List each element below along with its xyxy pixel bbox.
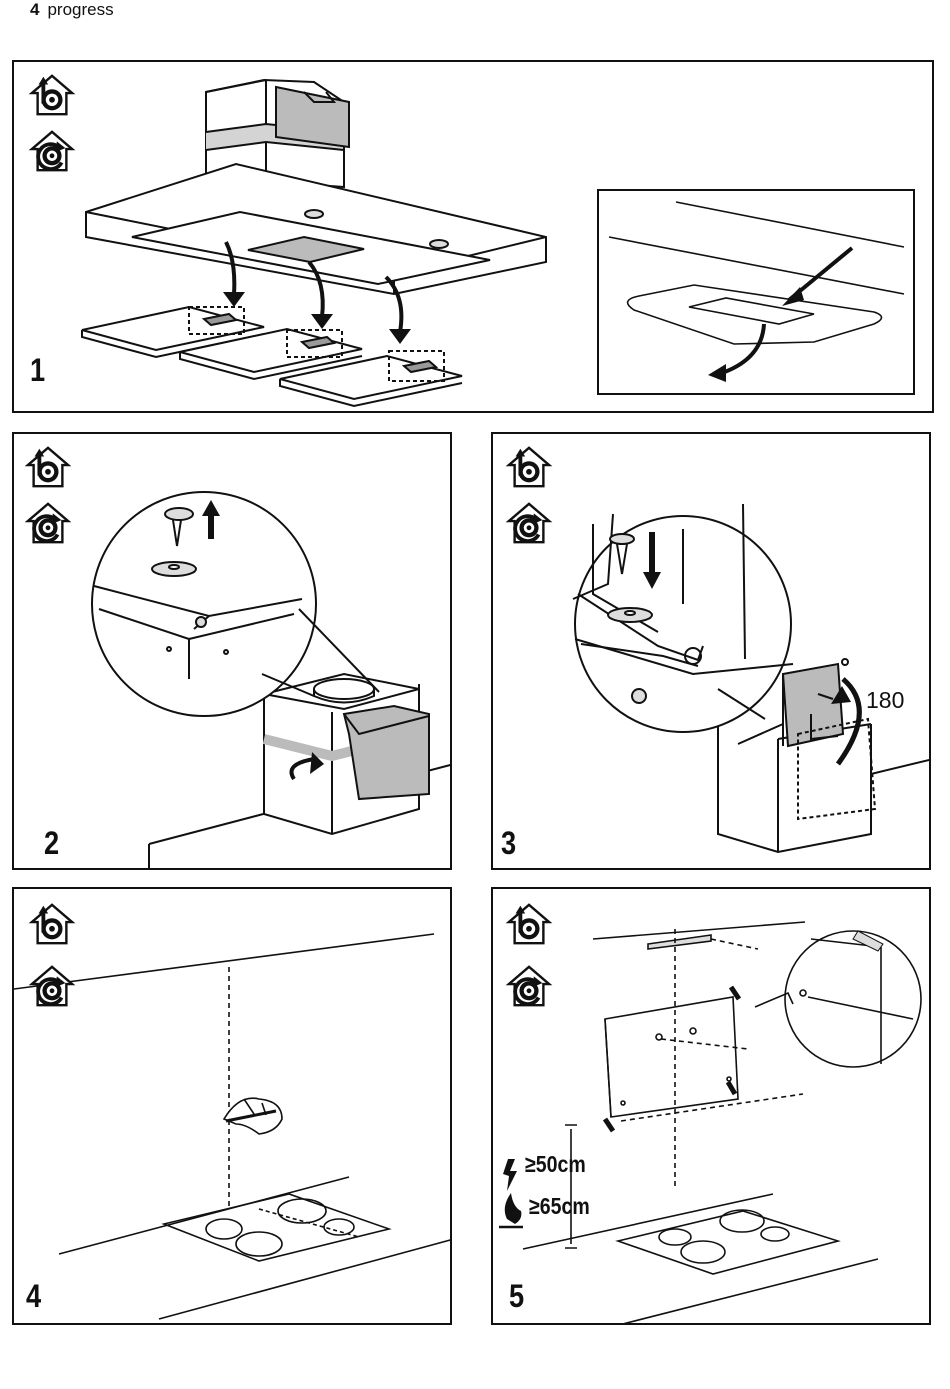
recirculation-mode-icon — [503, 500, 555, 546]
step-number: 4 — [26, 1278, 41, 1315]
rotation-label: 180 — [866, 687, 904, 714]
step-1-illustration — [14, 62, 934, 413]
recirculation-mode-icon — [22, 500, 74, 546]
recirculation-mode-icon — [26, 128, 78, 174]
min-distance-gas: ≥65cm — [529, 1193, 590, 1220]
recirculation-mode-icon — [503, 963, 555, 1009]
section-title: progress — [47, 0, 113, 19]
page-number: 4 — [30, 0, 39, 19]
min-distance-electric: ≥50cm — [525, 1151, 586, 1178]
step-3-panel: 180 3 — [491, 432, 931, 870]
recirculation-mode-icon — [26, 963, 78, 1009]
step-5-illustration — [493, 889, 931, 1325]
step-number: 1 — [30, 352, 45, 389]
extraction-mode-icon — [22, 444, 74, 490]
step-2-panel: 2 — [12, 432, 452, 870]
extraction-mode-icon — [503, 901, 555, 947]
step-2-illustration — [14, 434, 452, 870]
step-1-panel: 1 — [12, 60, 934, 413]
step-number: 2 — [44, 825, 59, 862]
extraction-mode-icon — [26, 72, 78, 118]
page-header: 4 progress — [30, 0, 114, 20]
step-5-panel: ≥50cm ≥65cm 5 — [491, 887, 931, 1325]
step-4-illustration — [14, 889, 452, 1325]
step-number: 5 — [509, 1278, 524, 1315]
step-number: 3 — [501, 825, 516, 862]
extraction-mode-icon — [26, 901, 78, 947]
step-4-panel: 4 — [12, 887, 452, 1325]
step-3-illustration — [493, 434, 931, 870]
extraction-mode-icon — [503, 444, 555, 490]
